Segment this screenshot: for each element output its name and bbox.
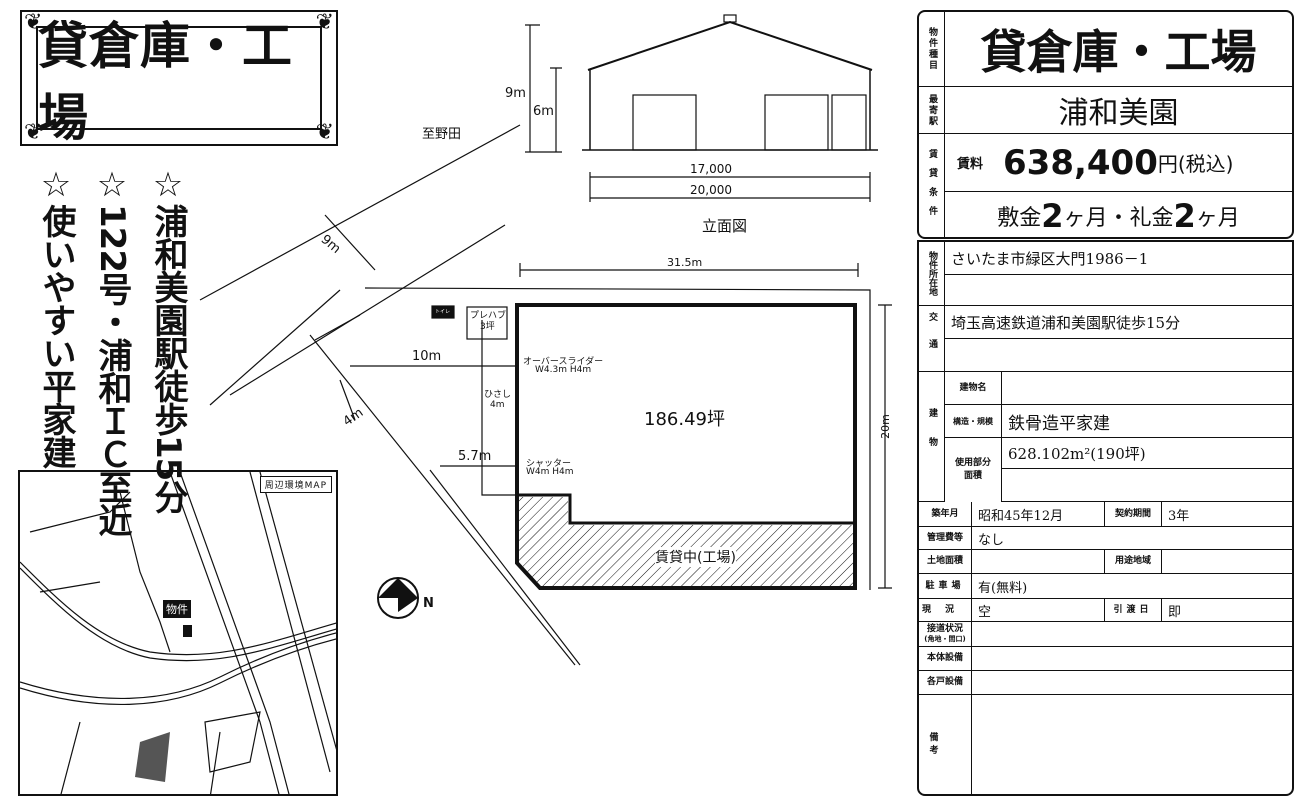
contract-value: 3年 (1162, 502, 1292, 527)
rent-row: 賃料 638,400 円(税込) (945, 134, 1292, 192)
rent-value: 638,400 (1003, 142, 1158, 183)
road-access-sub: (角地・間口) (924, 635, 966, 643)
key-money-months: 2 (1173, 196, 1196, 235)
feature-station: ☆浦和美園駅徒歩15分 (148, 165, 188, 514)
setback-top: 10m (412, 349, 442, 364)
contract-label: 契約期間 (1105, 502, 1162, 527)
flyer-title-box: ❦ ❦ ❦ ❦ 貸倉庫・工場 (20, 10, 338, 147)
rent-unit: 円(税込) (1157, 152, 1234, 176)
overslider-size: W4.3m H4m (535, 365, 592, 375)
toilet-box (431, 305, 455, 319)
access-extra (945, 339, 1292, 372)
roof-vent (723, 14, 737, 23)
road-access-title: 接道状況 (926, 624, 963, 634)
feature-highway: ☆122号・浦和ＩＣ至近 (92, 165, 132, 536)
handover-value: 即 (1162, 599, 1292, 622)
elevation-caption: 立面図 (702, 217, 748, 235)
map-title: 周辺環境MAP (259, 476, 332, 493)
overslider-label: オーバースライダー (523, 357, 604, 367)
shutter-label: シャッター (526, 459, 572, 469)
building-label: 建物 (919, 372, 945, 502)
area-map: 周辺環境MAP 物件 (18, 470, 338, 796)
toilet-label: トイレ (435, 309, 451, 315)
width-inner-label: 17,000 (690, 162, 732, 176)
address-value: さいたま市緑区大門1986－1 (945, 242, 1292, 275)
key-money-label: ヶ月・礼金 (1063, 205, 1174, 231)
address-label: 物件所在地 (919, 242, 945, 306)
terms-label: 賃貸条件 (919, 134, 945, 239)
deposit-months: 2 (1041, 196, 1064, 235)
zoning-label: 用途地域 (1105, 550, 1162, 574)
setback-bottom: 5.7m (458, 449, 492, 464)
remarks-label: 備考 (919, 695, 972, 794)
road-access-value (972, 622, 1292, 647)
status-value: 空 (972, 599, 1105, 622)
prefab-size: 3坪 (480, 322, 495, 332)
building-name-label: 建物名 (945, 372, 1002, 405)
deposit-row: 敷金 2 ヶ月・礼金 2 ヶ月 (945, 192, 1292, 239)
rented-area-label: 賃貸中(工場) (655, 547, 736, 567)
prefab-box (466, 306, 508, 340)
building-area: 186.49坪 (644, 409, 725, 430)
parking-label: 駐車場 (919, 574, 972, 599)
management-fee-label: 管理費等 (919, 527, 972, 550)
eaves-size: 4m (490, 400, 505, 410)
height-total-label: 9m (505, 86, 526, 101)
floor-area-extra (1002, 469, 1292, 502)
land-area-value (972, 550, 1105, 574)
parking-value: 有(無料) (972, 574, 1292, 599)
shutter-size: W4m H4m (526, 467, 574, 477)
land-area-label: 土地面積 (919, 550, 972, 574)
compass-north-label: N (423, 596, 434, 611)
management-fee-value: なし (972, 527, 1292, 550)
deposit-label: 敷金 (997, 205, 1042, 231)
type-label: 物件種目 (919, 12, 945, 87)
built-label: 築年月 (919, 502, 972, 527)
elevation-door (632, 94, 867, 151)
structure-value: 鉄骨造平家建 (1002, 405, 1292, 438)
station-value: 浦和美園 (945, 87, 1292, 134)
months-unit: ヶ月 (1195, 205, 1240, 231)
floor-area-value: 628.102m²(190坪) (1002, 438, 1292, 469)
zoning-value (1162, 550, 1292, 574)
floor-area-label: 使用部分面積 (945, 438, 1002, 502)
prefab-label: プレハブ (470, 311, 507, 321)
site-depth: 20m (878, 414, 892, 439)
feature-single-story: ☆使いやすい平家建 (36, 165, 76, 468)
station-label: 最寄駅 (919, 87, 945, 134)
built-value: 昭和45年12月 (972, 502, 1105, 527)
eaves-label: ひさし (484, 390, 512, 400)
access-value: 埼玉高速鉄道浦和美園駅徒歩15分 (945, 306, 1292, 339)
roof-line (587, 20, 873, 71)
road-access-label: 接道状況 (角地・間口) (919, 622, 972, 647)
equipment-label: 本体設備 (919, 647, 972, 671)
handover-label: 引渡日 (1105, 599, 1162, 622)
unit-equipment-label: 各戸設備 (919, 671, 972, 695)
equipment-value (972, 647, 1292, 671)
type-value: 貸倉庫・工場 (945, 12, 1292, 87)
details-table: 物件所在地 さいたま市緑区大門1986－1 交通 埼玉高速鉄道浦和美園駅徒歩15… (917, 240, 1294, 796)
map-roads (20, 472, 336, 794)
access-label: 交通 (919, 306, 945, 372)
road-direction-label: 至野田 (422, 127, 462, 142)
height-eave-label: 6m (533, 104, 554, 119)
site-width: 31.5m (667, 256, 703, 269)
status-label: 現況 (919, 599, 972, 622)
structure-label: 構造・規模 (945, 405, 1002, 438)
summary-table: 物件種目 貸倉庫・工場 最寄駅 浦和美園 賃貸条件 賃料 638,400 円(税… (917, 10, 1294, 239)
building-name-value (1002, 372, 1292, 405)
drawings (199, 14, 892, 666)
flyer-title: 貸倉庫・工場 (36, 17, 322, 147)
address-extra (945, 275, 1292, 306)
rent-label: 賃料 (957, 157, 984, 172)
compass-icon (377, 577, 419, 619)
rented-area-hatch (519, 497, 853, 586)
width-outer-label: 20,000 (690, 183, 732, 197)
map-property-pin: 物件 (163, 600, 191, 618)
unit-equipment-value (972, 671, 1292, 695)
